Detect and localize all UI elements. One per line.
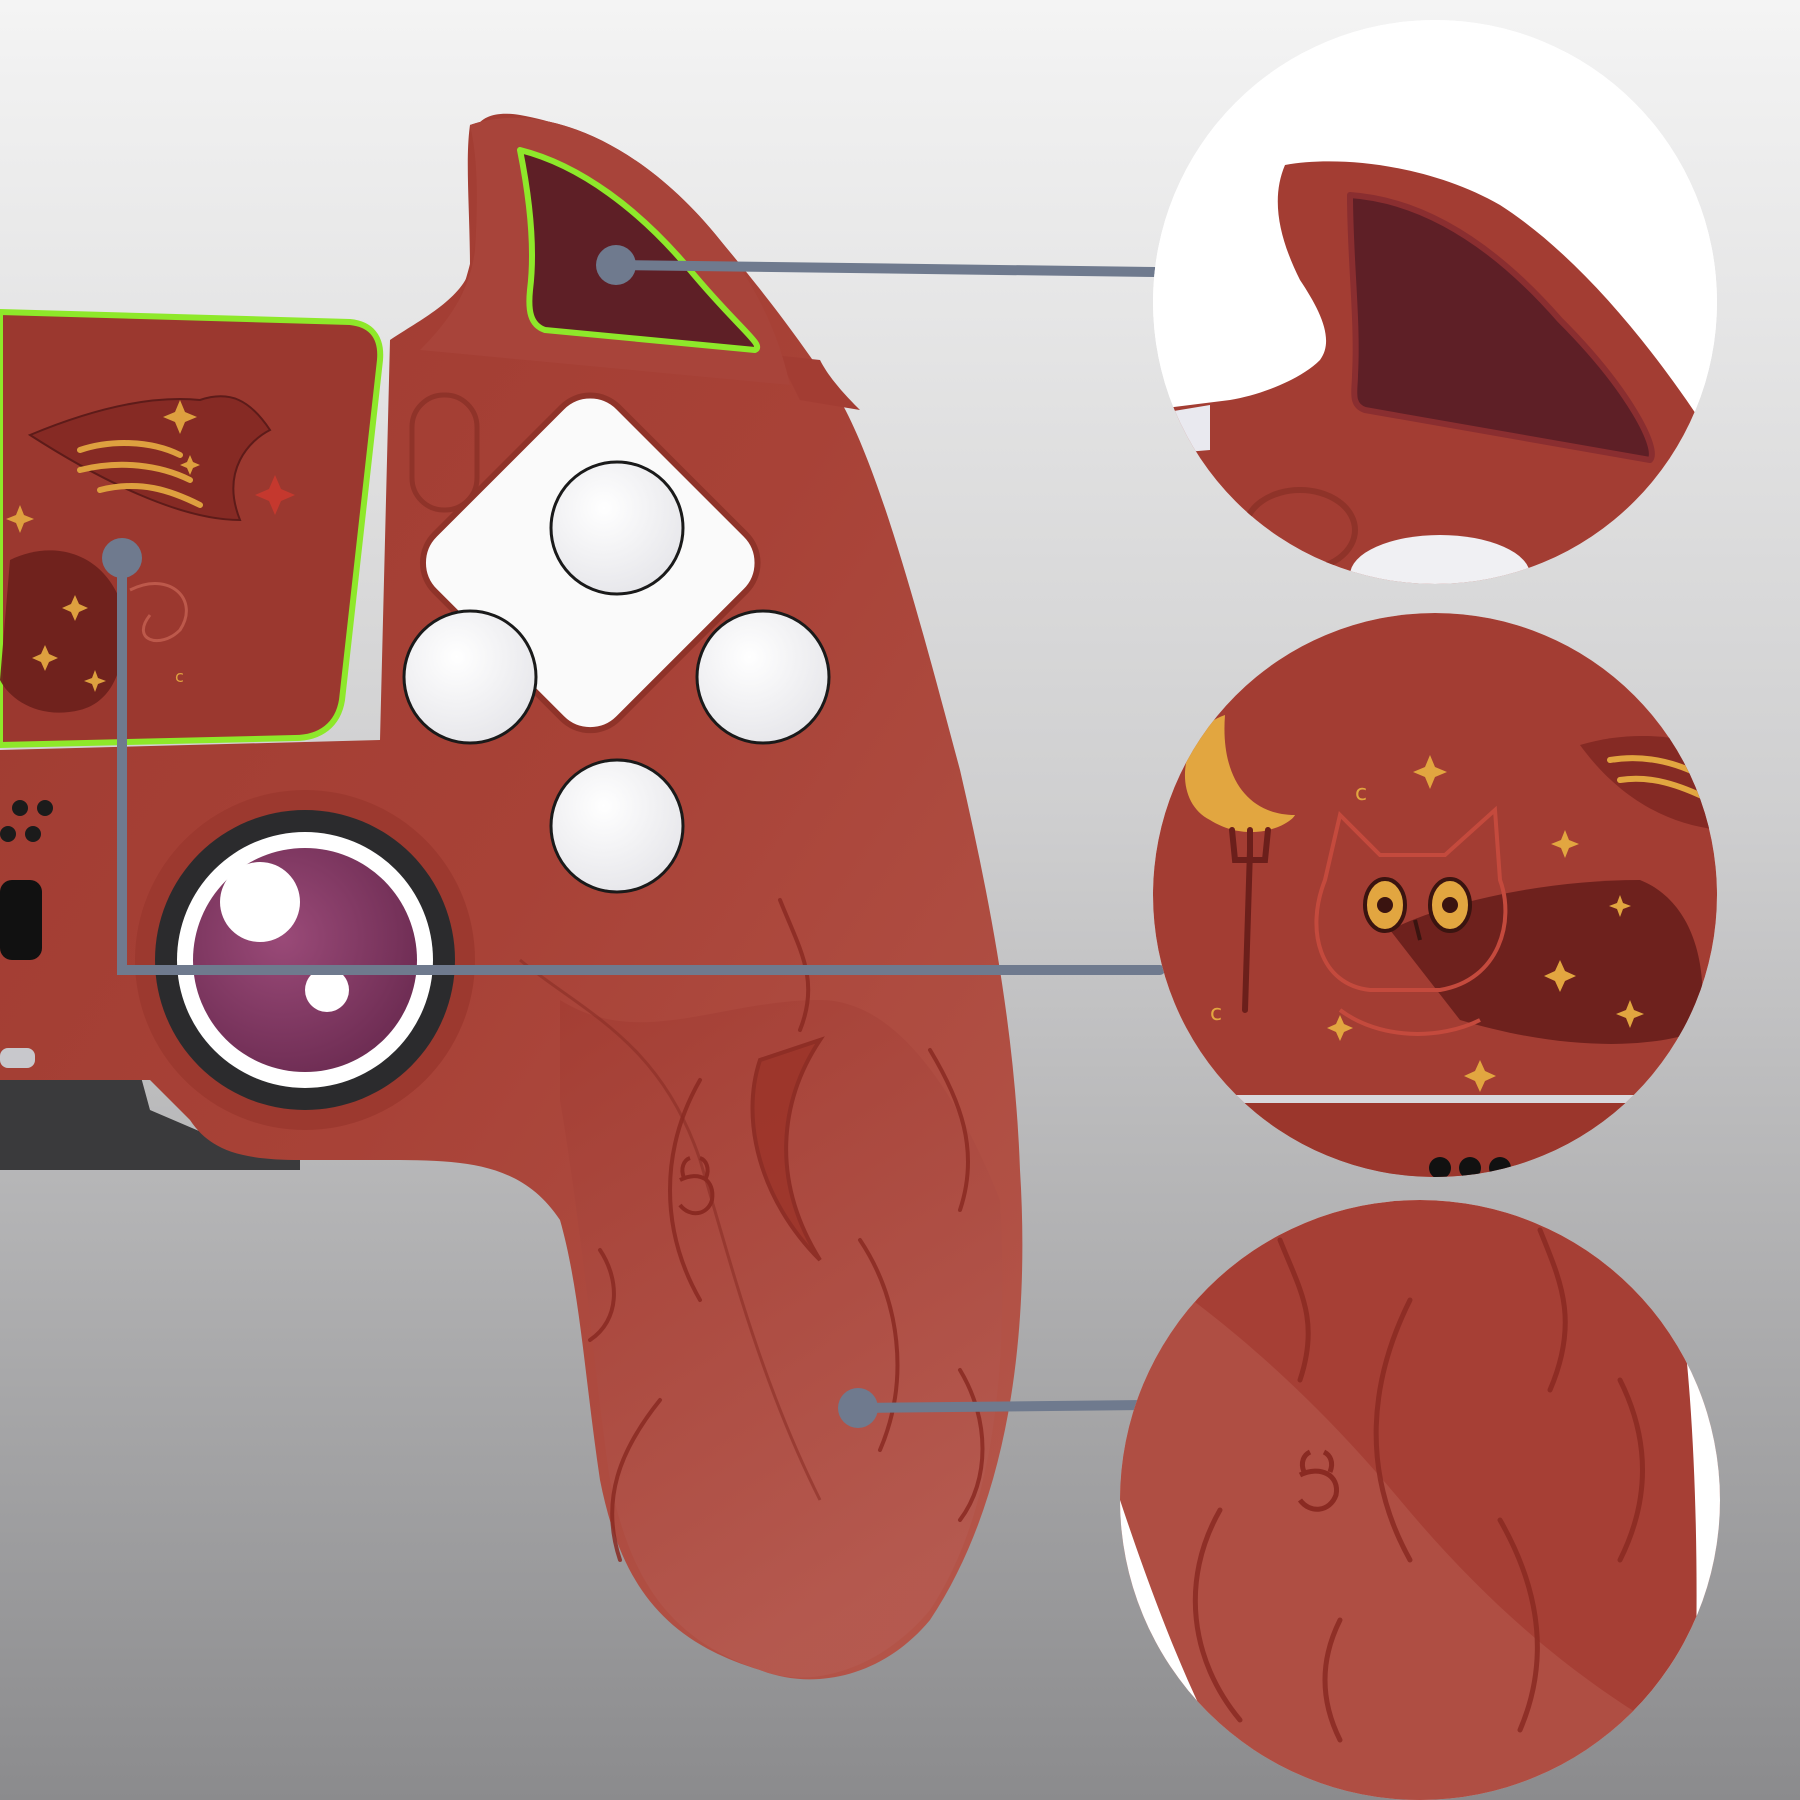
crescent-moon-icon [1184, 715, 1295, 833]
horn-callout [1153, 20, 1717, 584]
mute-button [0, 1048, 35, 1068]
cape-print [1390, 880, 1703, 1044]
touchpad-print: c [0, 395, 295, 713]
touchpad-callout-line [117, 553, 1165, 975]
devil-horn-icon [678, 1156, 715, 1216]
options-button [409, 392, 480, 513]
flame-icon [1192, 1227, 1645, 1743]
sparkle-icon [6, 400, 200, 692]
cape-print [0, 550, 124, 713]
grip-callout-line [853, 1400, 1150, 1413]
controller: c [0, 113, 1023, 1680]
horn-zoom-inlay [1347, 192, 1655, 463]
svg-text:c: c [1355, 781, 1367, 806]
grip-seam [519, 958, 822, 1501]
devil-horn-icon [1297, 1449, 1339, 1512]
thumbstick-eye-highlight [220, 862, 300, 942]
callout-lines [117, 260, 1165, 1413]
moon-glyph: c [175, 667, 184, 686]
red-star-icon [255, 475, 295, 515]
touchpad-callout: c c [1153, 613, 1717, 1177]
sparkle-icon [1327, 755, 1644, 1092]
cat-face-icon [1314, 805, 1508, 1036]
face-button-top[interactable] [549, 460, 685, 596]
svg-text:c: c [1210, 1001, 1222, 1026]
trident-icon [1229, 827, 1271, 1013]
face-button-left[interactable] [402, 609, 538, 745]
horn-inlay-highlight [517, 147, 761, 353]
flame-icon [588, 898, 985, 1562]
mic-slot [0, 880, 42, 960]
callout-dots [102, 245, 878, 1428]
face-button-right[interactable] [695, 609, 831, 745]
grip-callout [1120, 1200, 1720, 1800]
witch-hat-icon [27, 395, 272, 522]
horn-callout-line [615, 260, 1160, 277]
speaker-holes [0, 800, 53, 842]
face-button-bottom[interactable] [549, 758, 685, 894]
